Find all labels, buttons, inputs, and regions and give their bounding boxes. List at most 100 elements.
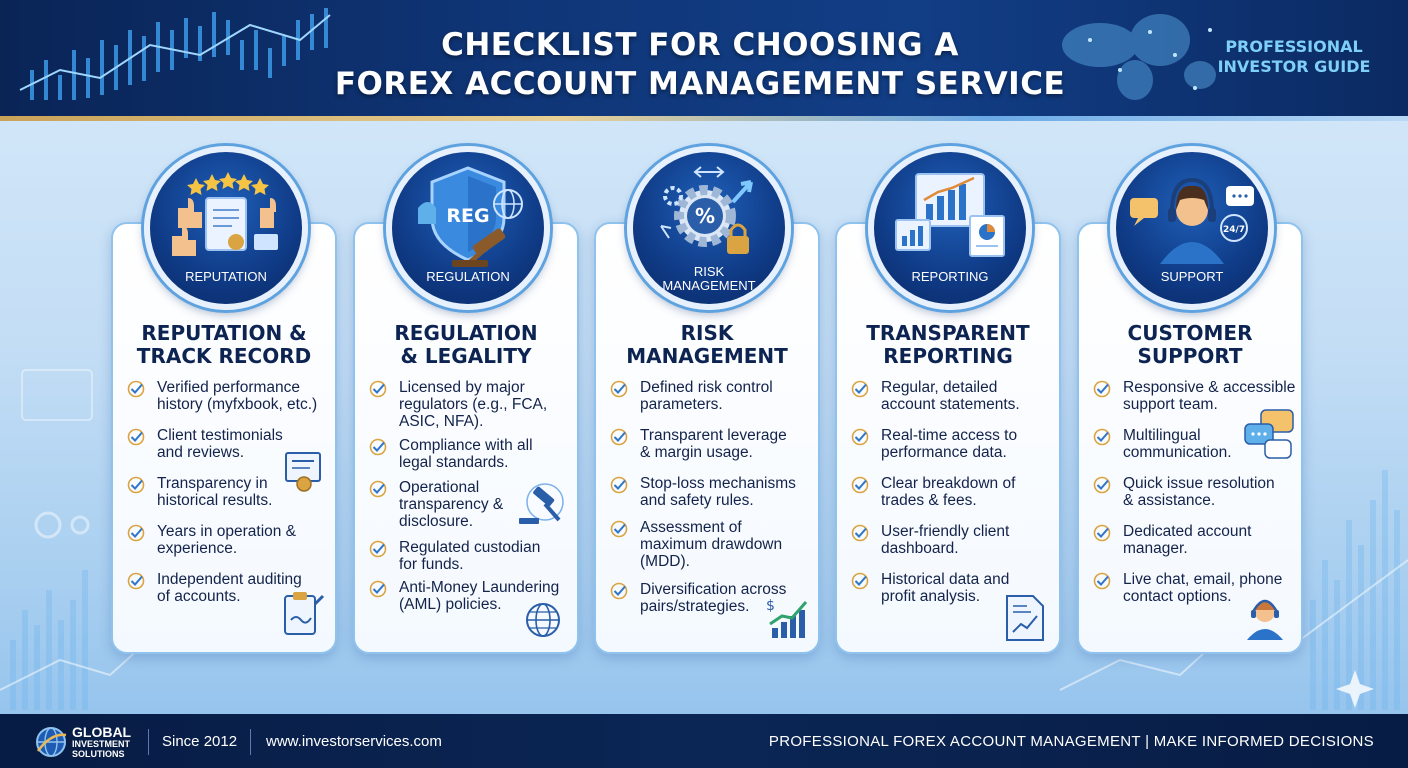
brand-name: GLOBAL INVESTMENT SOLUTIONS (72, 724, 132, 759)
card-title: REPUTATION &TRACK RECORD (136, 321, 312, 368)
badge-support: 24/7 SUPPORT (1110, 146, 1274, 310)
chat-bubbles-icon (1244, 409, 1294, 459)
footer-divider (250, 729, 251, 755)
page-title: CHECKLIST FOR CHOOSING A FOREX ACCOUNT M… (334, 27, 1066, 102)
check-icon (369, 540, 387, 558)
check-icon (851, 572, 869, 590)
footer-divider (148, 729, 149, 755)
badge-label: REPORTING (911, 269, 989, 284)
checklist-item: Transparent leverage& margin usage. (610, 427, 814, 475)
support-agent-icon (1247, 599, 1283, 640)
check-icon (1093, 428, 1111, 446)
check-icon (610, 380, 628, 398)
check-icon (369, 380, 387, 398)
checklist-item: Anti-Money Laundering(AML) policies. (369, 579, 573, 627)
footer-tagline: PROFESSIONAL FOREX ACCOUNT MANAGEMENT | … (768, 733, 1374, 750)
check-icon (851, 476, 869, 494)
check-icon (610, 582, 628, 600)
badge-reporting: REPORTING (868, 146, 1032, 310)
svg-text:$: $ (766, 598, 775, 614)
badge-label: REPUTATION (185, 269, 267, 284)
check-icon (127, 428, 145, 446)
globe-icon (526, 603, 560, 637)
check-icon (1093, 572, 1111, 590)
checklist-item: Years in operation &experience. (127, 523, 331, 571)
certificate-icon (285, 452, 321, 492)
check-icon (851, 380, 869, 398)
svg-text:24/7: 24/7 (1223, 225, 1245, 235)
check-icon (127, 524, 145, 542)
header-chart-graphic (19, 8, 1216, 100)
badge-label: REGULATION (426, 269, 510, 284)
report-document-icon (1006, 595, 1044, 641)
since-label: Since 2012 (162, 733, 238, 750)
check-icon (369, 580, 387, 598)
globe-logo-icon (36, 727, 67, 757)
check-icon (610, 428, 628, 446)
footer-bar: GLOBAL INVESTMENT SOLUTIONS Since 2012 w… (0, 714, 1408, 768)
regulation-shield-gavel-icon: REG (418, 166, 523, 267)
support-headset-icon: 24/7 (1130, 177, 1254, 264)
check-icon (1093, 476, 1111, 494)
check-icon (610, 476, 628, 494)
svg-text:REG: REG (446, 205, 489, 227)
badge-label: SUPPORT (1160, 269, 1224, 284)
check-icon (127, 380, 145, 398)
risk-gear-lock-icon: % (660, 166, 753, 254)
svg-text:%: % (695, 204, 715, 228)
check-icon (369, 480, 387, 498)
check-icon (851, 524, 869, 542)
checklist-item: Quick issue resolution& assistance. (1093, 475, 1297, 523)
header-divider (0, 116, 1408, 121)
guide-label: PROFESSIONAL INVESTOR GUIDE (1217, 37, 1371, 76)
check-icon (1093, 380, 1111, 398)
badge-reputation: REPUTATION (144, 146, 308, 310)
check-icon (1093, 524, 1111, 542)
reputation-thumbs-up-icon (172, 172, 278, 256)
header-banner: CHECKLIST FOR CHOOSING A FOREX ACCOUNT M… (0, 0, 1408, 118)
growth-chart-icon: $ (766, 598, 808, 638)
check-icon (610, 520, 628, 538)
check-icon (127, 572, 145, 590)
reporting-charts-icon (895, 173, 1005, 257)
check-icon (369, 438, 387, 456)
gavel-icon (519, 483, 564, 524)
check-icon (127, 476, 145, 494)
check-icon (851, 428, 869, 446)
clipboard-icon (284, 592, 325, 635)
website-link[interactable]: www.investorservices.com (266, 733, 442, 750)
badge-regulation: REG REGULATION (386, 146, 550, 310)
card-title: REGULATION& LEGALITY (394, 321, 538, 368)
